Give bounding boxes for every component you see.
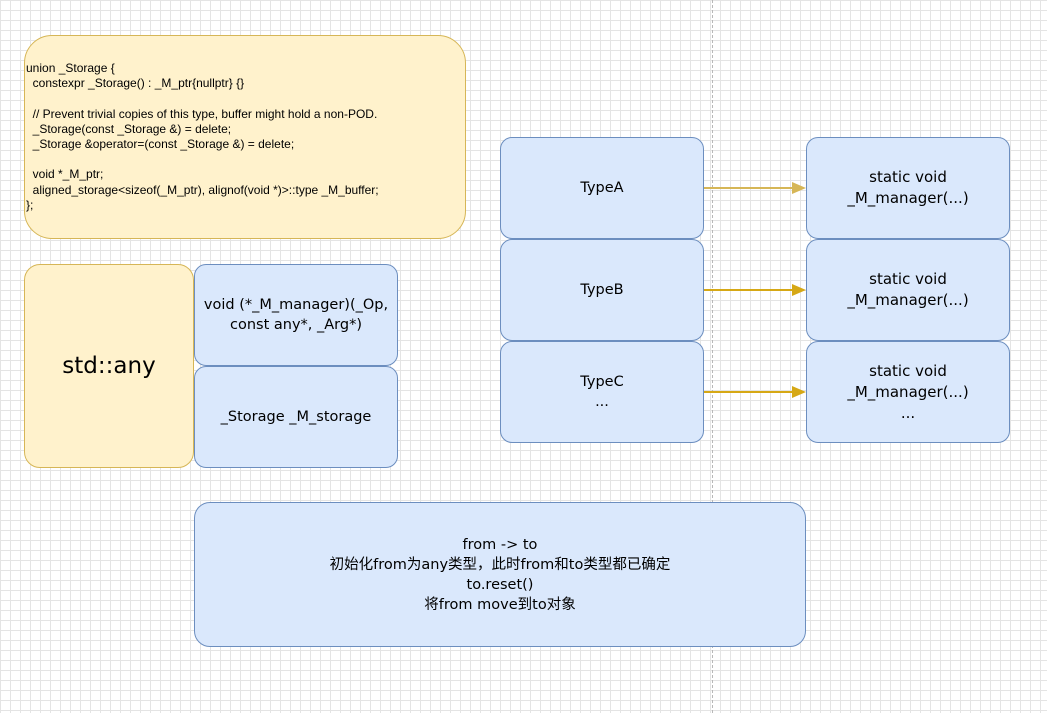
arrow-type-a-to-manager[interactable]: [704, 182, 806, 194]
storage-field-box[interactable]: _Storage _M_storage: [194, 366, 398, 468]
move-note-text: from -> to 初始化from为any类型，此时from和to类型都已确定…: [329, 536, 671, 613]
type-b-label: TypeB: [580, 282, 624, 298]
storage-union-code: union _Storage { constexpr _Storage() : …: [26, 60, 379, 212]
type-a-label: TypeA: [580, 180, 624, 196]
manager-a-label: static void _M_manager(...): [847, 168, 969, 207]
move-note-box[interactable]: from -> to 初始化from为any类型，此时from和to类型都已确定…: [194, 502, 806, 647]
std-any-label: std::any: [62, 353, 156, 379]
manager-b-box[interactable]: static void _M_manager(...): [806, 239, 1010, 341]
manager-field-label: void (*_M_manager)(_Op, const any*, _Arg…: [203, 297, 389, 333]
dashed-guide-line: [712, 0, 713, 713]
manager-c-label: static void _M_manager(...) ...: [847, 361, 969, 422]
arrow-type-b-to-manager[interactable]: [704, 284, 806, 296]
type-c-box[interactable]: TypeC ...: [500, 341, 704, 443]
manager-a-box[interactable]: static void _M_manager(...): [806, 137, 1010, 239]
type-b-box[interactable]: TypeB: [500, 239, 704, 341]
manager-b-label: static void _M_manager(...): [847, 270, 969, 309]
type-c-label: TypeC ...: [580, 374, 624, 410]
std-any-box[interactable]: std::any: [24, 264, 194, 468]
storage-field-label: _Storage _M_storage: [220, 409, 372, 425]
arrow-type-c-to-manager[interactable]: [704, 386, 806, 398]
manager-c-box[interactable]: static void _M_manager(...) ...: [806, 341, 1010, 443]
storage-union-code-box[interactable]: union _Storage { constexpr _Storage() : …: [24, 35, 466, 239]
manager-field-box[interactable]: void (*_M_manager)(_Op, const any*, _Arg…: [194, 264, 398, 366]
type-a-box[interactable]: TypeA: [500, 137, 704, 239]
